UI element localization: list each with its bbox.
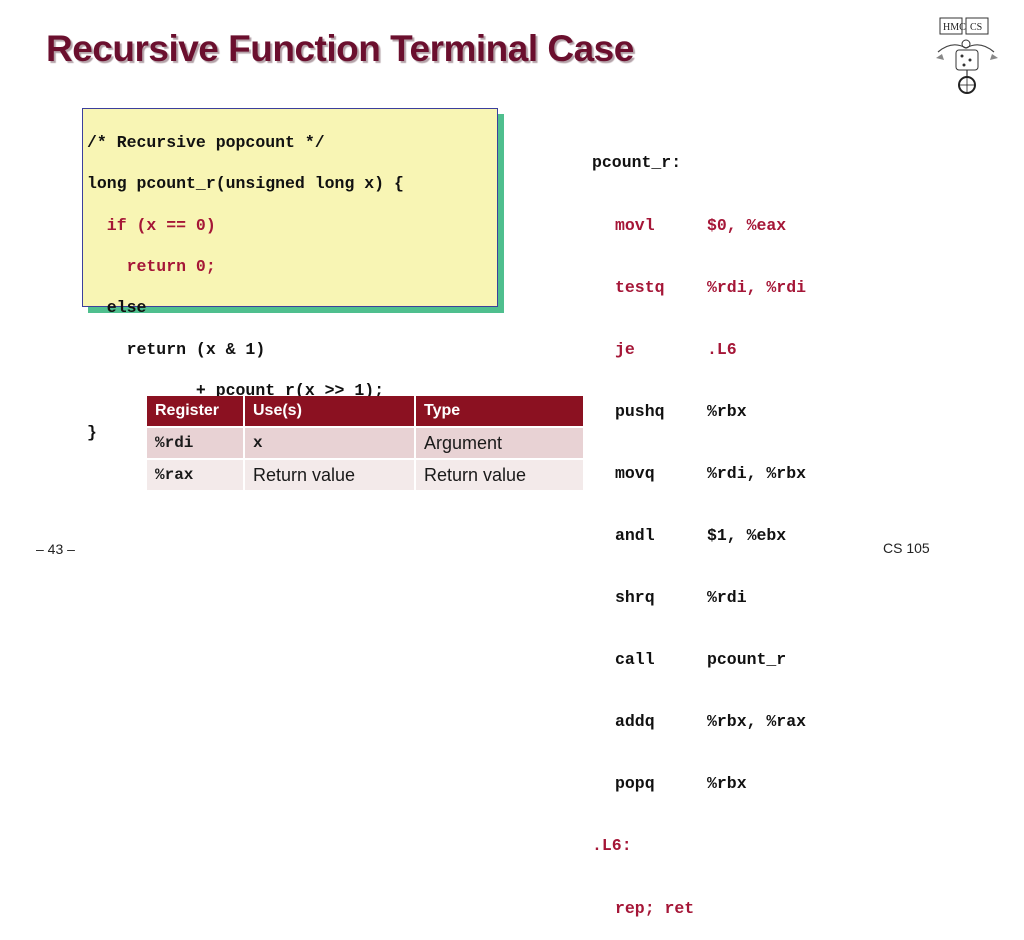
- table-cell: Return value: [415, 458, 585, 490]
- c-code-line: /* Recursive popcount */: [87, 132, 325, 152]
- asm-instruction: rep; ret: [592, 899, 694, 920]
- page-number: – 43 –: [36, 541, 75, 557]
- hmc-cs-unicycle-logo-icon: HMC CS: [936, 17, 998, 94]
- asm-op: je: [615, 339, 635, 359]
- course-label: CS 105: [883, 540, 930, 556]
- asm-instruction: popq %rbx: [592, 774, 747, 795]
- asm-instruction: testq %rdi, %rdi: [592, 277, 806, 299]
- asm-args: $0, %eax: [707, 215, 787, 235]
- asm-args: %rbx: [707, 401, 747, 421]
- asm-instruction: andl $1, %ebx: [592, 525, 786, 547]
- asm-label: pcount_r:: [592, 153, 682, 173]
- asm-instruction: shrq %rdi: [592, 588, 747, 609]
- asm-args: %rbx: [707, 774, 747, 794]
- table-header-row: Register Use(s) Type: [147, 396, 585, 427]
- c-code-line: return (x & 1): [87, 339, 266, 359]
- asm-args: .L6: [707, 339, 737, 359]
- asm-instruction: call pcount_r: [592, 650, 786, 671]
- asm-op: pushq: [615, 401, 665, 421]
- c-code-line: }: [87, 422, 97, 442]
- asm-instruction: movl $0, %eax: [592, 215, 786, 237]
- c-code-line: return 0;: [87, 256, 216, 276]
- asm-instruction: addq %rbx, %rax: [592, 712, 806, 733]
- asm-args: $1, %ebx: [707, 525, 787, 545]
- c-code-box: /* Recursive popcount */ long pcount_r(u…: [82, 108, 498, 442]
- c-code-line: long pcount_r(unsigned long x) {: [87, 174, 404, 194]
- asm-instruction: movq %rdi, %rbx: [592, 463, 806, 485]
- table-cell: x: [244, 426, 416, 459]
- asm-op: popq: [615, 774, 655, 794]
- asm-op: andl: [615, 525, 655, 545]
- column-header: Type: [415, 396, 585, 427]
- svg-text:CS: CS: [970, 22, 982, 33]
- asm-op: movl: [615, 215, 655, 235]
- column-header: Register: [147, 396, 245, 427]
- asm-op: rep; ret: [615, 898, 695, 918]
- table-cell: Return value: [244, 458, 416, 490]
- column-header: Use(s): [244, 396, 416, 427]
- table-cell: %rdi: [147, 426, 245, 459]
- table-row: %rax Return value Return value: [147, 458, 585, 490]
- asm-label: .L6:: [592, 836, 632, 856]
- asm-op: addq: [615, 712, 655, 732]
- asm-op: movq: [615, 463, 655, 483]
- register-table: Register Use(s) Type %rdi x Argument %ra…: [147, 396, 585, 490]
- asm-args: %rdi, %rbx: [707, 463, 807, 483]
- c-code-line: else: [87, 298, 147, 318]
- table-row: %rdi x Argument: [147, 426, 585, 459]
- asm-instruction: je .L6: [592, 339, 737, 361]
- assembly-code: pcount_r: movl $0, %eax testq %rdi, %rdi j…: [592, 112, 806, 940]
- asm-args: %rdi, %rdi: [707, 277, 807, 297]
- asm-instruction: pushq %rbx: [592, 401, 747, 423]
- c-code-line: + pcount_r(x >> 1);: [87, 381, 385, 401]
- slide-title: Recursive Function Terminal Case: [46, 28, 634, 69]
- asm-args: %rdi: [707, 588, 747, 608]
- asm-args: pcount_r: [707, 650, 787, 670]
- asm-args: %rbx, %rax: [707, 712, 807, 732]
- svg-text:HMC: HMC: [943, 22, 966, 33]
- c-code-line: if (x == 0): [87, 215, 216, 235]
- asm-op: call: [615, 650, 655, 670]
- table-cell: Argument: [415, 426, 585, 459]
- table-cell: %rax: [147, 458, 245, 490]
- asm-op: shrq: [615, 588, 655, 608]
- asm-op: testq: [615, 277, 665, 297]
